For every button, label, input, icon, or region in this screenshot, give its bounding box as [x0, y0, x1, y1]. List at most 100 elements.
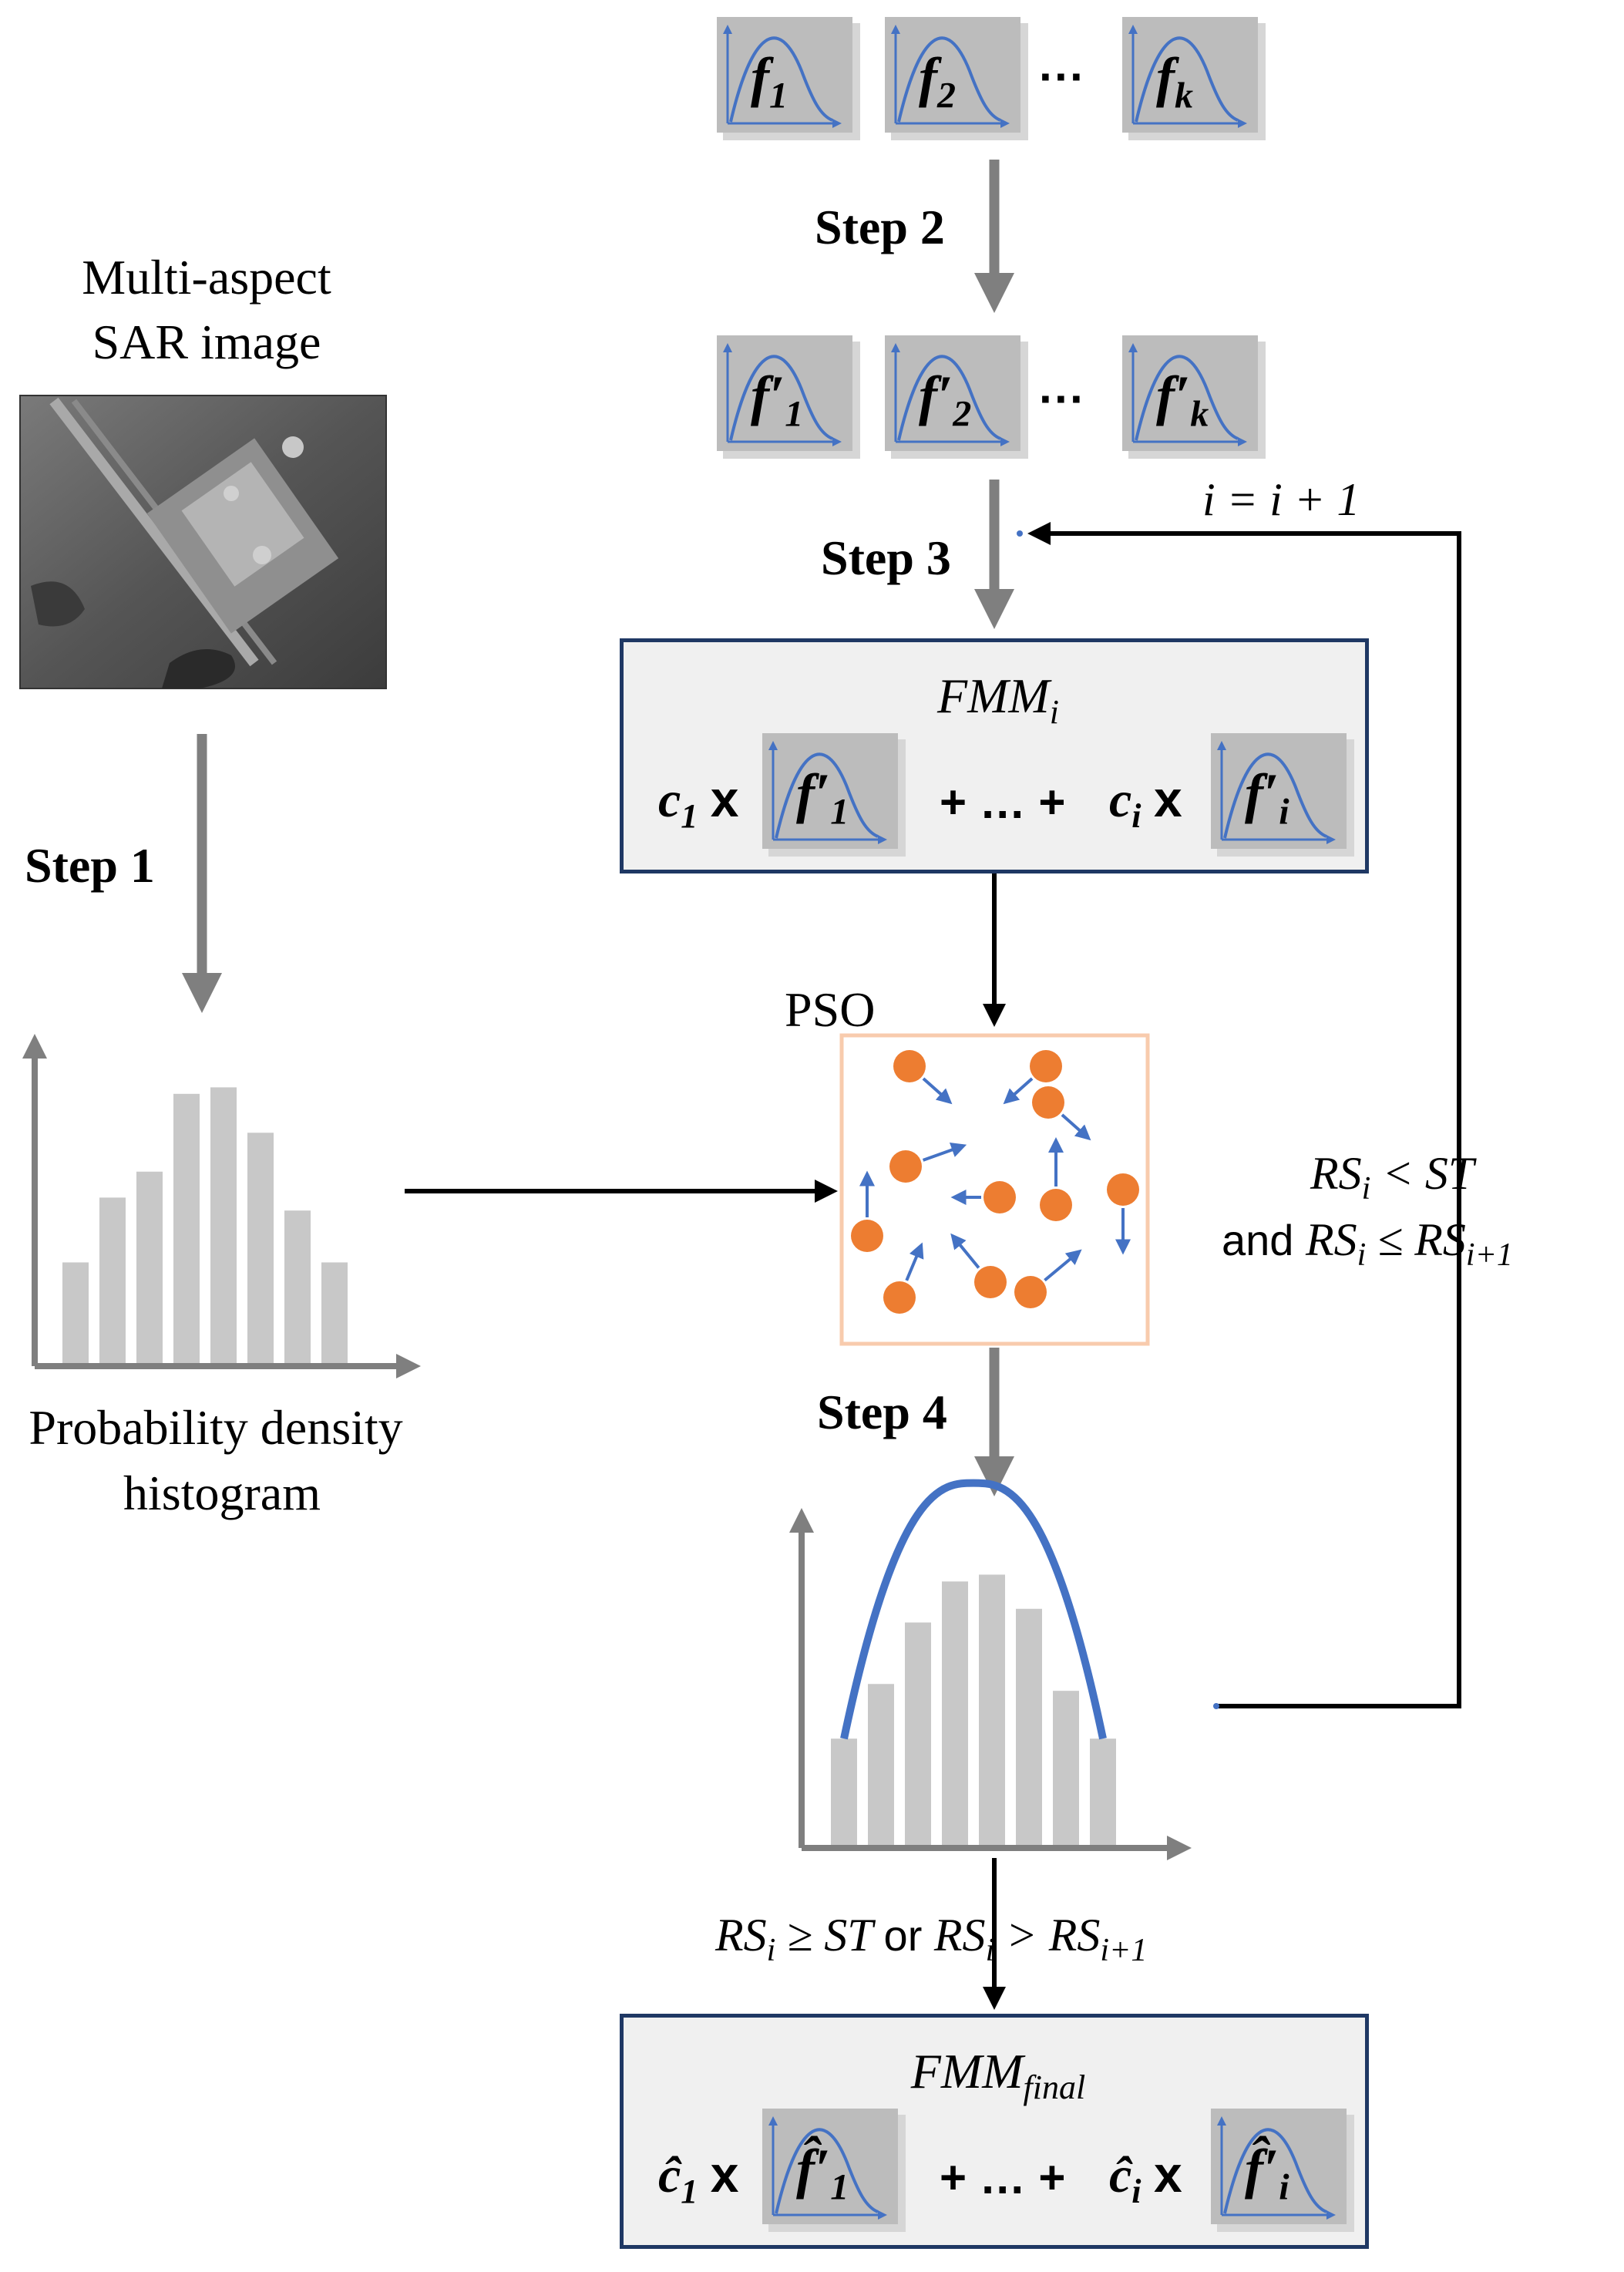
- sar-image: [19, 395, 387, 689]
- distribution-symbol: f′1: [796, 762, 849, 833]
- sar-title-line2: SAR image: [92, 315, 321, 369]
- distribution-symbol: f′2: [919, 365, 972, 435]
- histogram-bar: [136, 1171, 163, 1366]
- y-axis-arrowhead: [22, 1034, 47, 1059]
- histogram-bar: [1090, 1739, 1116, 1848]
- distribution-curve-icon: [717, 17, 860, 140]
- fmm-i-coef-left: c1 x: [658, 770, 739, 836]
- fmm-i-panel: FMMi c1 x f′1 + … + ci x f′i: [620, 638, 1369, 873]
- fmm-i-tile-right: f′i: [1211, 733, 1354, 857]
- particle-velocity-arrow: [1003, 1077, 1034, 1105]
- row1-tile-fk: fk: [1122, 17, 1266, 140]
- distribution-curve-icon: [1122, 335, 1266, 459]
- distribution-symbol: f′1: [751, 365, 804, 435]
- pso-particle: [974, 1266, 1007, 1298]
- step3-label: Step 3: [821, 530, 951, 585]
- distribution-symbol: f1: [751, 46, 788, 116]
- pso-particle: [1014, 1276, 1047, 1308]
- particle-velocity-arrow: [1044, 1249, 1082, 1282]
- probability-density-histogram: [22, 1034, 421, 1378]
- histogram-bar: [173, 1093, 200, 1366]
- x-axis-arrowhead: [396, 1354, 421, 1378]
- fmm-i-coef-right: ci x: [1109, 770, 1182, 836]
- row1-ellipsis: ···: [1039, 51, 1085, 103]
- loop-condition-line2: and RSi ≤ RSi+1: [1222, 1214, 1513, 1273]
- y-axis-arrowhead: [789, 1508, 814, 1533]
- distribution-symbol: f′i: [1245, 762, 1289, 833]
- row2-tile-f1prime: f′1: [717, 335, 860, 459]
- row2-tile-fkprime: f′k: [1122, 335, 1266, 459]
- x-axis-arrowhead: [1167, 1836, 1192, 1860]
- pso-particle: [889, 1150, 922, 1183]
- histogram-bar: [942, 1581, 968, 1848]
- exit-condition: RSi ≥ ST or RSi > RSi+1: [715, 1910, 1148, 1968]
- histogram-bar: [868, 1684, 894, 1848]
- fmm-final-coef-left: ĉ1 x: [658, 2146, 739, 2211]
- histogram-bar: [831, 1739, 857, 1848]
- fitted-histogram: [789, 1479, 1192, 1860]
- distribution-curve-icon: [762, 2109, 906, 2232]
- particle-velocity-arrow: [950, 1233, 980, 1269]
- distribution-curve-icon: [762, 733, 906, 857]
- fmm-final-plus-dots: + … +: [940, 2152, 1066, 2203]
- pso-particle: [983, 1181, 1016, 1213]
- histogram-bar: [1016, 1608, 1042, 1848]
- sar-title-line1: Multi-aspect: [82, 250, 331, 305]
- hist-caption-line2: histogram: [123, 1466, 321, 1520]
- distribution-curve-icon: [885, 335, 1028, 459]
- step2-label: Step 2: [815, 200, 945, 254]
- pso-particle: [893, 1050, 926, 1082]
- fmm-final-panel: FMMfinal ĉ1 x f̂′1 + … + ĉi x f̂′i: [620, 2014, 1369, 2249]
- fmm-final-tile-left: f̂′1: [762, 2109, 906, 2232]
- histogram-bar: [247, 1133, 274, 1366]
- row2-ellipsis: ···: [1039, 373, 1085, 425]
- pso-particle: [1030, 1050, 1062, 1082]
- feedback-loop-arrow: [1027, 522, 1461, 1708]
- distribution-curve-icon: [1122, 17, 1266, 140]
- hist-caption-line1: Probability density: [29, 1400, 403, 1455]
- histogram-bar: [905, 1622, 931, 1848]
- pso-particle: [1032, 1086, 1064, 1119]
- distribution-curve-icon: [1211, 2109, 1354, 2232]
- distribution-symbol: f′k: [1156, 365, 1209, 435]
- fmm-final-tile-right: f̂′i: [1211, 2109, 1354, 2232]
- fmm-i-title: FMMi: [937, 668, 1059, 731]
- step1-label: Step 1: [25, 838, 155, 893]
- pso-particle: [1040, 1189, 1072, 1221]
- loop-condition-line1: RSi < ST: [1310, 1148, 1474, 1207]
- fmm-final-coef-right: ĉi x: [1109, 2146, 1182, 2211]
- distribution-curve-icon: [885, 17, 1028, 140]
- distribution-symbol: f2: [919, 46, 956, 116]
- pso-particle: [851, 1220, 883, 1252]
- histogram-bar: [99, 1197, 126, 1366]
- step4-label: Step 4: [817, 1385, 947, 1439]
- distribution-symbol: fk: [1156, 46, 1193, 116]
- pso-particle: [883, 1281, 916, 1314]
- row1-tile-f2: f2: [885, 17, 1028, 140]
- distribution-curve-icon: [717, 335, 860, 459]
- histogram-bar: [1053, 1691, 1079, 1848]
- row2-tile-f2prime: f′2: [885, 335, 1028, 459]
- particle-velocity-arrow: [922, 1077, 953, 1105]
- loop-update-label: i = i + 1: [1202, 474, 1360, 525]
- distribution-curve-icon: [1211, 733, 1354, 857]
- histogram-bar: [210, 1087, 237, 1366]
- row1-tile-f1: f1: [717, 17, 860, 140]
- fmm-final-title: FMMfinal: [910, 2044, 1086, 2106]
- distribution-symbol: f̂′i: [1245, 2138, 1289, 2208]
- fitted-curve: [840, 1479, 1107, 1740]
- pso-particle: [1107, 1173, 1139, 1206]
- histogram-bar: [62, 1262, 89, 1366]
- histogram-bar: [284, 1210, 311, 1366]
- pso-particles: [851, 1050, 1139, 1314]
- distribution-symbol: f̂′1: [796, 2138, 849, 2208]
- pso-label: PSO: [785, 982, 876, 1037]
- histogram-bar: [979, 1574, 1005, 1848]
- histogram-bar: [321, 1262, 348, 1366]
- fmm-i-plus-dots: + … +: [940, 776, 1066, 828]
- particle-velocity-arrow: [905, 1242, 924, 1281]
- particle-velocity-arrow: [1061, 1113, 1091, 1141]
- particle-velocity-arrow: [922, 1143, 967, 1162]
